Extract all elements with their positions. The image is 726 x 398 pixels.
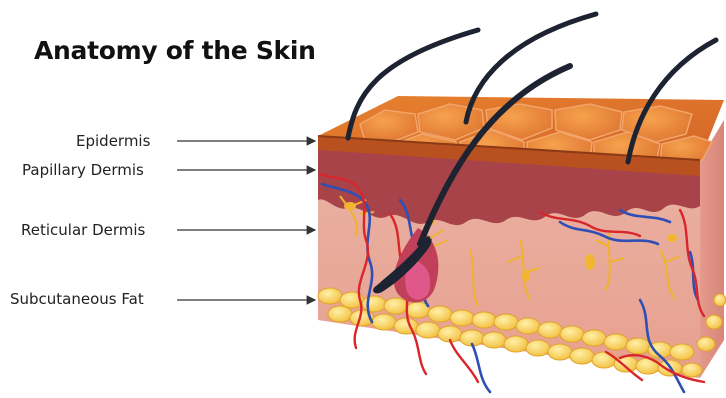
label-arrows: [177, 141, 315, 300]
